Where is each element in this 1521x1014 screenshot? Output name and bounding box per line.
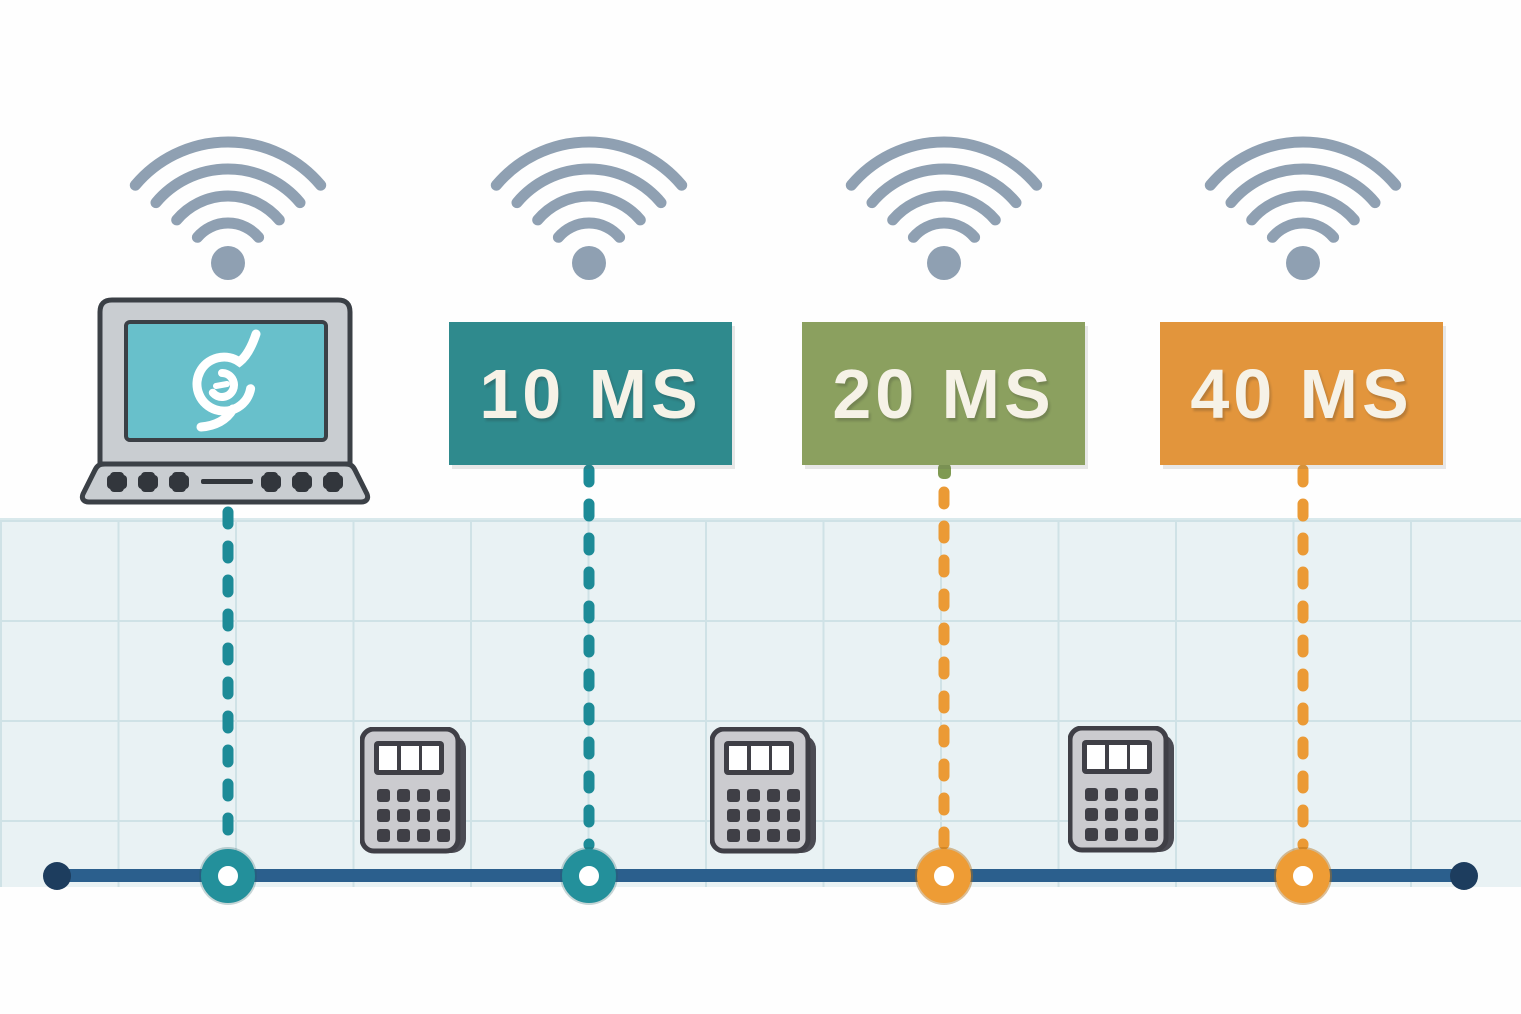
wifi-icon xyxy=(129,136,327,280)
latency-label: 10 MS xyxy=(479,354,702,433)
timeline-node-laptop xyxy=(201,849,255,903)
latency-box-20ms: 20 MS xyxy=(802,322,1085,465)
wifi-icon xyxy=(490,136,688,280)
timeline-bar xyxy=(48,869,1470,882)
timeline-node-40ms xyxy=(1276,849,1330,903)
calculator-icon xyxy=(1068,726,1174,853)
latency-box-10ms: 10 MS xyxy=(449,322,732,465)
wifi-icon xyxy=(1204,136,1402,280)
timeline-start-dot xyxy=(43,862,71,890)
laptop-screen xyxy=(124,320,328,442)
calculator-icon xyxy=(360,727,466,854)
wifi-icon xyxy=(845,136,1043,280)
calculator-icon xyxy=(710,727,816,854)
grid-background xyxy=(0,518,1521,887)
laptop-icon xyxy=(79,297,371,505)
latency-label: 20 MS xyxy=(832,354,1055,433)
latency-box-40ms: 40 MS xyxy=(1160,322,1443,465)
timeline-node-20ms xyxy=(917,849,971,903)
swirl-logo-icon xyxy=(192,329,261,432)
laptop-keys xyxy=(107,472,343,492)
connector-stub-20ms xyxy=(938,463,951,479)
timeline-end-dot xyxy=(1450,862,1478,890)
latency-label: 40 MS xyxy=(1190,354,1413,433)
timeline-node-10ms xyxy=(562,849,616,903)
